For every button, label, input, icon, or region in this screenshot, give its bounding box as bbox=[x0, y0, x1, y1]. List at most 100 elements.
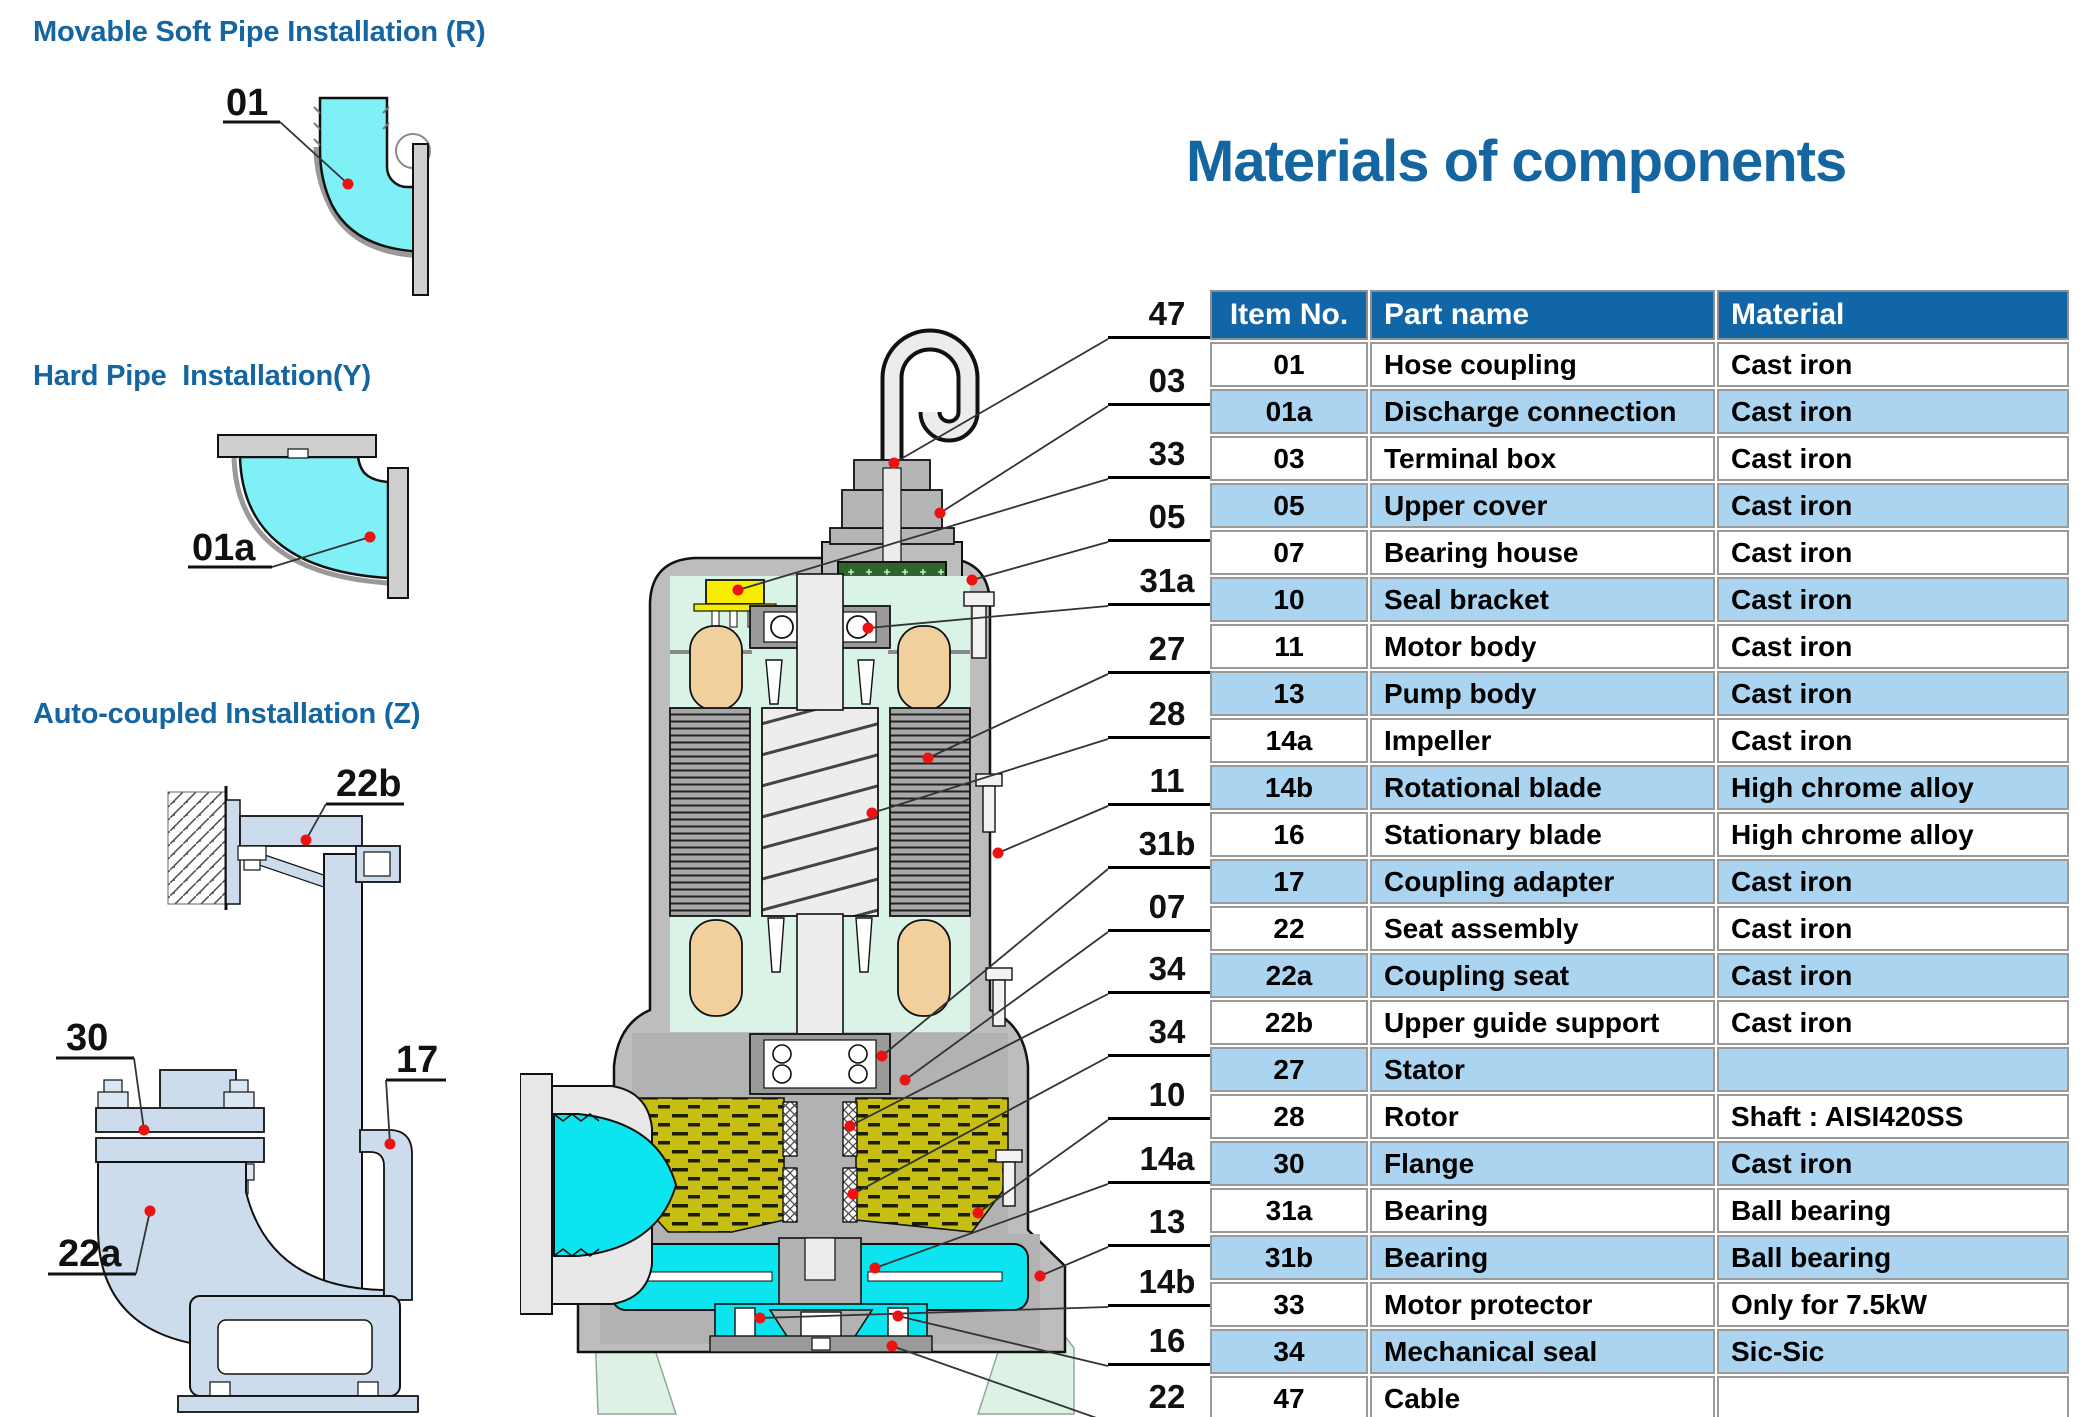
red-marker-dot bbox=[847, 1188, 859, 1200]
base-plate bbox=[177, 1395, 419, 1413]
part-name-cell: Hose coupling bbox=[1370, 342, 1715, 387]
item-no-cell: 47 bbox=[1210, 1376, 1368, 1417]
bolt-icon bbox=[223, 1091, 255, 1109]
ball-bearing-icon bbox=[772, 1064, 792, 1084]
red-marker-dot bbox=[342, 178, 354, 190]
impeller-channel bbox=[867, 1271, 1003, 1282]
item-no-cell: 33 bbox=[1210, 1282, 1368, 1327]
ball-bearing-icon bbox=[848, 1064, 868, 1084]
pump-callout-label: 27 bbox=[1108, 630, 1226, 674]
part-callout-17: 17 bbox=[396, 1039, 438, 1081]
pump-cross-section-diagram bbox=[520, 328, 1109, 1417]
red-marker-dot bbox=[364, 531, 376, 543]
red-marker-dot bbox=[862, 622, 874, 634]
discharge-connection-shape bbox=[238, 455, 390, 580]
material-cell: Cast iron bbox=[1717, 906, 2069, 951]
material-cell: High chrome alloy bbox=[1717, 812, 2069, 857]
pump-callout-label: 47 bbox=[1108, 295, 1226, 339]
part-name-cell: Motor body bbox=[1370, 624, 1715, 669]
red-marker-dot bbox=[888, 457, 900, 469]
red-marker-dot bbox=[754, 1312, 766, 1324]
coupling-adapter bbox=[359, 1129, 413, 1301]
item-no-cell: 31b bbox=[1210, 1235, 1368, 1280]
part-name-cell: Rotational blade bbox=[1370, 765, 1715, 810]
material-cell: Cast iron bbox=[1717, 1141, 2069, 1186]
material-cell: Ball bearing bbox=[1717, 1188, 2069, 1233]
pump-callout-label: 16 bbox=[1108, 1322, 1226, 1366]
part-name-cell: Coupling seat bbox=[1370, 953, 1715, 998]
slot-wedge bbox=[767, 917, 785, 973]
pump-callout-label: 34 bbox=[1108, 950, 1226, 994]
cable-core bbox=[882, 467, 902, 567]
pump-callout-label: 03 bbox=[1108, 362, 1226, 406]
pump-callout-label: 13 bbox=[1108, 1203, 1226, 1247]
item-no-cell: 22a bbox=[1210, 953, 1368, 998]
ball-bearing-icon bbox=[772, 1044, 792, 1064]
item-no-cell: 14b bbox=[1210, 765, 1368, 810]
materials-title: Materials of components bbox=[1186, 129, 1847, 194]
material-cell: Cast iron bbox=[1717, 342, 2069, 387]
part-name-cell: Bearing bbox=[1370, 1188, 1715, 1233]
material-cell: Shaft : AISI420SS bbox=[1717, 1094, 2069, 1139]
winding-end bbox=[689, 919, 743, 1017]
red-marker-dot bbox=[876, 1050, 888, 1062]
material-cell bbox=[1717, 1047, 2069, 1092]
part-name-cell: Rotor bbox=[1370, 1094, 1715, 1139]
pump-callout-label: 34 bbox=[1108, 1013, 1226, 1057]
mechanical-seal bbox=[782, 1101, 798, 1157]
winding-end bbox=[897, 625, 951, 711]
pump-callout-label: 31b bbox=[1108, 825, 1226, 869]
part-name-cell: Terminal box bbox=[1370, 436, 1715, 481]
hard-pipe-heading: Hard Pipe Installation(Y) bbox=[33, 360, 372, 392]
material-cell: Sic-Sic bbox=[1717, 1329, 2069, 1374]
material-cell: Cast iron bbox=[1717, 1000, 2069, 1045]
item-no-cell: 30 bbox=[1210, 1141, 1368, 1186]
foot-bolt-icon bbox=[209, 1381, 231, 1397]
material-cell: Cast iron bbox=[1717, 530, 2069, 575]
guide-rail bbox=[323, 853, 363, 1295]
red-marker-dot bbox=[922, 752, 934, 764]
rotor bbox=[761, 707, 879, 917]
discharge-channel bbox=[553, 1113, 678, 1257]
part-name-cell: Upper cover bbox=[1370, 483, 1715, 528]
part-name-cell: Seat assembly bbox=[1370, 906, 1715, 951]
red-marker-dot bbox=[972, 1207, 984, 1219]
bolt-icon bbox=[963, 591, 995, 607]
pump-callout-label: 07 bbox=[1108, 888, 1226, 932]
red-marker-dot bbox=[886, 1340, 898, 1352]
pump-callout-label: 22 bbox=[1108, 1378, 1226, 1417]
auto-coupled-diagram: 22b 30 17 22a bbox=[48, 763, 446, 1413]
material-cell bbox=[1717, 1376, 2069, 1417]
part-name-cell: Coupling adapter bbox=[1370, 859, 1715, 904]
part-name-cell: Upper guide support bbox=[1370, 1000, 1715, 1045]
item-no-cell: 22 bbox=[1210, 906, 1368, 951]
item-no-cell: 27 bbox=[1210, 1047, 1368, 1092]
part-name-cell: Stationary blade bbox=[1370, 812, 1715, 857]
part-callout-22a: 22a bbox=[58, 1233, 122, 1275]
part-name-cell: Cable bbox=[1370, 1376, 1715, 1417]
item-no-cell: 01a bbox=[1210, 389, 1368, 434]
col-header-material: Material bbox=[1717, 290, 2069, 340]
material-cell: Cast iron bbox=[1717, 859, 2069, 904]
side-flange bbox=[387, 467, 409, 599]
part-callout-22b: 22b bbox=[336, 763, 401, 805]
soft-pipe-heading: Movable Soft Pipe Installation (R) bbox=[33, 16, 486, 48]
pump-callout-label: 10 bbox=[1108, 1076, 1226, 1120]
auto-coupled-heading: Auto-coupled Installation (Z) bbox=[33, 698, 421, 730]
part-name-cell: Flange bbox=[1370, 1141, 1715, 1186]
bolt-icon bbox=[995, 1149, 1023, 1163]
red-marker-dot bbox=[892, 1310, 904, 1322]
